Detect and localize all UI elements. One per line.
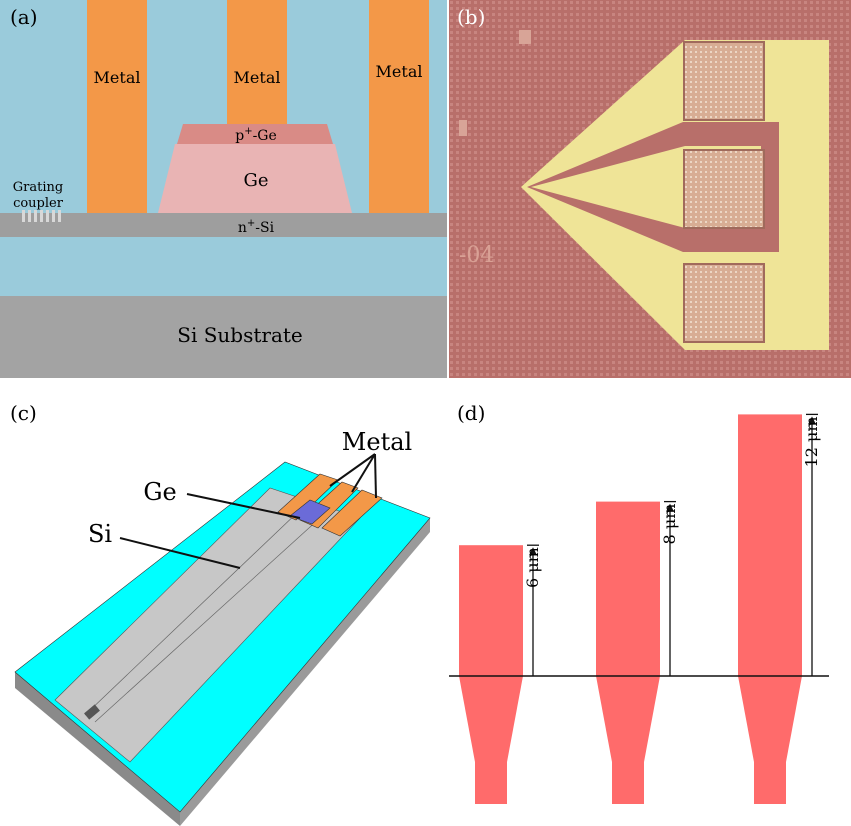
alignment-mark-2 [459,120,467,136]
dimension-label-1: 6 μm [523,547,542,588]
slab-side-right [180,518,430,826]
metal-contact-3 [369,0,429,213]
grating-coupler-3d [84,704,100,720]
dimension-label-3: 12 μm [802,416,821,467]
panel-b-label: (b) [457,5,485,29]
taper-waveguide-3 [754,762,786,804]
si-pointer [119,537,241,569]
p-plus-ge-layer [177,124,333,144]
taper-body-3 [738,414,802,676]
chip-mark: -04 [459,243,494,268]
taper-section-2 [596,676,660,762]
metal-label-2: Metal [234,68,281,87]
si-label-3d: Si [88,520,112,548]
ge-pointer [186,493,301,519]
arrowhead-2 [666,503,674,512]
ge-label-3d: Ge [143,478,176,506]
grating-coupler [22,210,61,222]
taper-line-2 [94,517,321,723]
panel-c-label: (c) [10,401,37,425]
panel-a-label: (a) [10,5,38,29]
slab-side-left [15,672,180,826]
taper-section-3 [738,676,802,762]
ge-mesa [158,144,352,213]
metal-electrode-3d-3 [321,489,383,537]
metal-label-3d: Metal [342,428,412,456]
metal-label-1: Metal [94,68,141,87]
si-substrate [0,296,447,378]
dimension-label-2: 8 μm [660,504,679,545]
taper-group: 6 μm 8 μm 12 μm [449,413,829,804]
taper-waveguide-1 [475,762,507,804]
contact-pad-middle [683,149,765,229]
metal-contact-1 [87,0,147,213]
contact-pad-bottom [683,263,765,343]
ge-label: Ge [243,170,268,191]
taper-line-1 [84,509,301,716]
arrowhead-3 [808,416,816,425]
taper-section-1 [459,676,523,762]
taper-waveguide-2 [612,762,644,804]
panel-d-label: (d) [457,401,485,425]
metal-pointer-2 [351,453,376,493]
n-plus-si-layer [0,213,447,237]
metal-label-3: Metal [376,62,423,81]
panel-b-micrograph: -04 (b) [449,0,851,378]
alignment-mark [519,30,531,44]
n-plus-si-label: n+-Si [238,218,275,236]
substrate-label: Si Substrate [177,323,303,347]
arrowhead-1 [529,547,537,556]
metal-pointer-1 [329,453,376,487]
taper-body-2 [596,501,660,676]
taper-body-1 [459,545,523,676]
grating-label-line1: Grating [13,180,63,195]
panel-d-tapers: (d) 6 μm 8 μm 12 μm [449,401,829,804]
panel-c-3d-view: Metal Ge Si (c) [10,401,431,826]
grating-label-line2: coupler [13,196,64,211]
metal-contact-2 [227,0,287,124]
metal-pointer-3 [374,453,377,499]
contact-pad-top [683,41,765,121]
p-plus-ge-label: p+-Ge [235,126,277,144]
panel-a-cross-section: Metal Metal Metal p+-Ge Ge n+-Si Grating… [0,0,447,378]
